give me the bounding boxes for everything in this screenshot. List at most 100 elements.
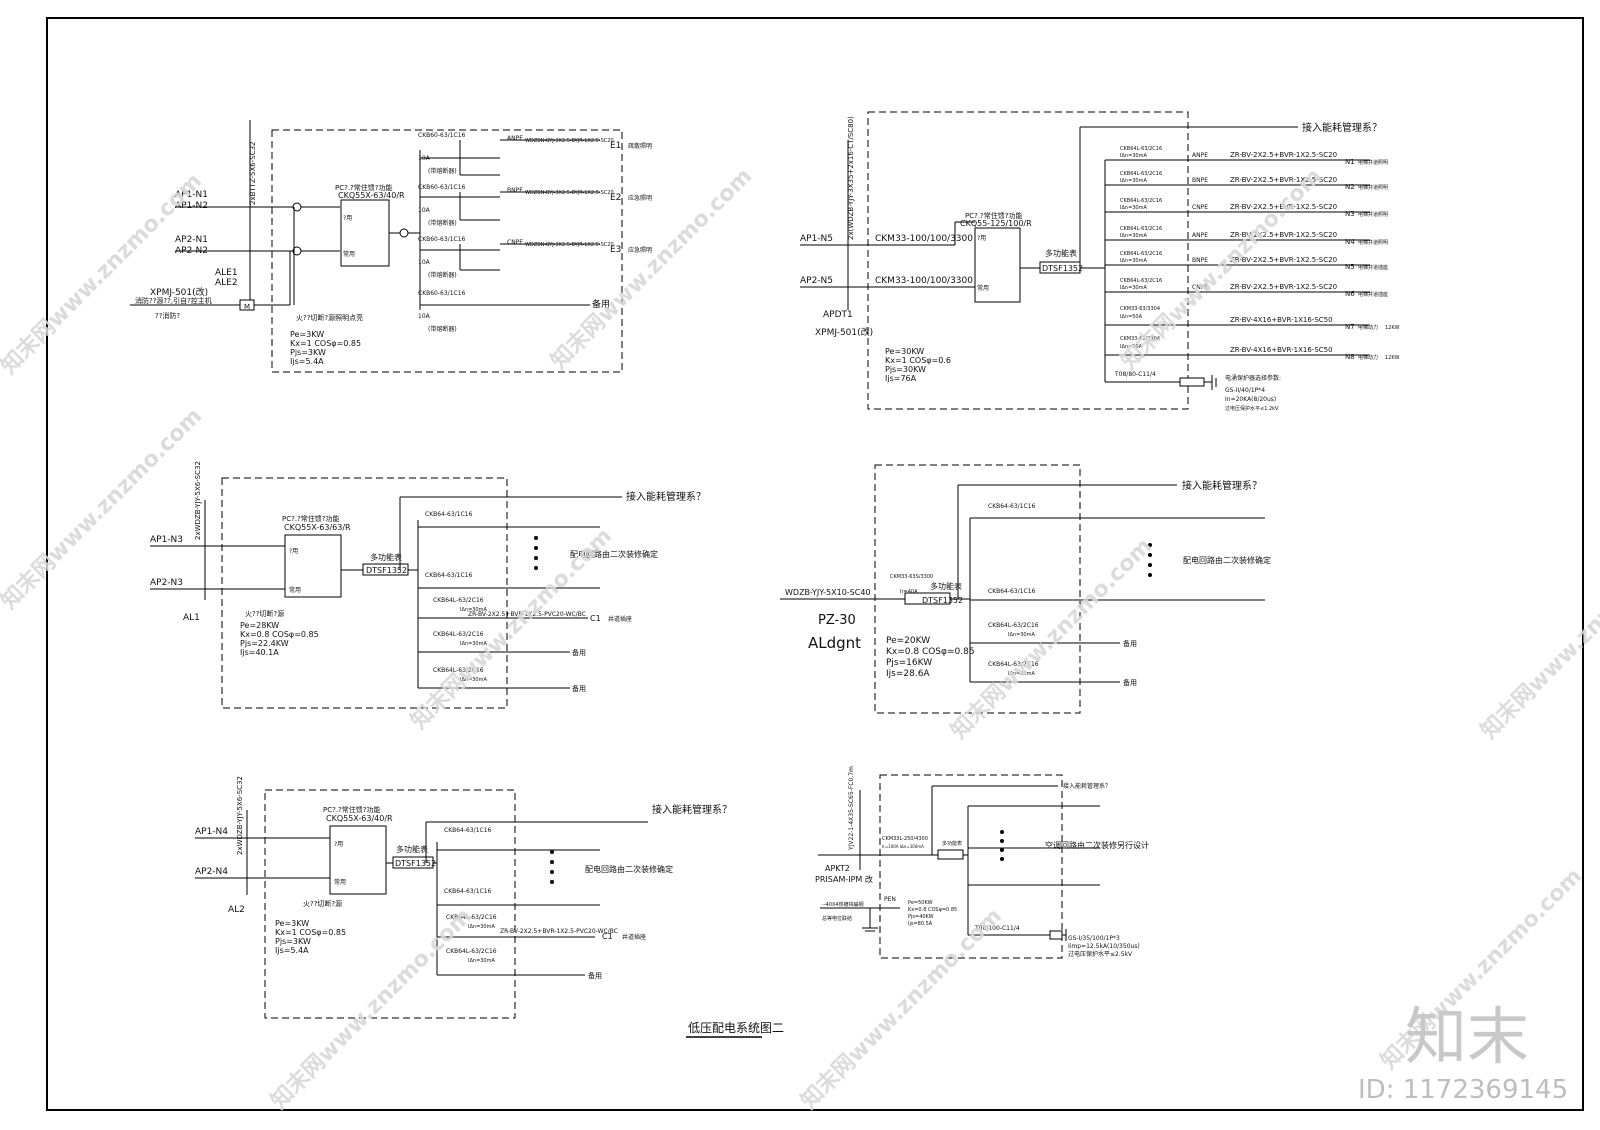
ale-fire-input: XPMJ-501(改) bbox=[150, 286, 208, 298]
ale-fuse-label-1: (带熔断器) bbox=[428, 167, 457, 175]
ale-name-1: ALE1 bbox=[215, 268, 238, 278]
apdt1-load-5: 电梯井道插座 bbox=[1358, 264, 1388, 271]
apdt1-phase-6: CNPE bbox=[1192, 284, 1208, 291]
ale-fuse-2: 10A bbox=[418, 207, 431, 214]
apdt1-breaker-3: CKB64L-63/2C16 bbox=[1120, 198, 1162, 204]
apdt1-spd-param-3: 过电压保护水平≤1.2kV bbox=[1225, 405, 1279, 412]
apdt1-phase-2: BNPE bbox=[1192, 177, 1208, 184]
ale-param-3: Pjs=3KW bbox=[290, 348, 326, 357]
apdt1-load-3: 电梯井道照明 bbox=[1358, 211, 1388, 218]
apdt1-load-8: 电梯动力 bbox=[1358, 354, 1378, 361]
al1-breaker-5: CKB64L-63/2C16 bbox=[433, 667, 484, 674]
apkt2-param-1: Pe=50KW bbox=[908, 900, 933, 906]
al2-spare: 备用 bbox=[588, 971, 602, 980]
ale-cable-vertical: 2xBTTZ-5X6-SC32 bbox=[249, 142, 257, 206]
aldgnt-breaker-3: CKB64L-63/2C16 bbox=[988, 622, 1039, 629]
apdt1-spd-title: 电涌保护器选择参数: bbox=[1225, 374, 1281, 382]
ale-outgoing-2: E2 bbox=[610, 193, 621, 203]
al2-ats-model: CKQ55X-63/40/R bbox=[326, 814, 393, 823]
ale-load-1: 疏散照明 bbox=[628, 142, 652, 150]
al2-cable: ZR-BV-2X2.5+BVR-1X2.5-PVC20-WC/BC bbox=[500, 928, 618, 935]
al1-incomer-2: AP2-N3 bbox=[150, 578, 183, 588]
ale-ats-model: CKQ55X-63/40/R bbox=[338, 191, 405, 200]
ale-cable-2: WDZBN-BYJ-3X2.5-BYJR-1X2.5-SC20 bbox=[525, 190, 614, 196]
footer-id: ID: 1172369145 bbox=[1358, 1075, 1568, 1105]
panel-ALdgnt-labels: 接入能耗管理系？ WDZB-YJY-5X10-SC40 CKM33-63S/33… bbox=[785, 479, 1271, 687]
aldgnt-param-3: Pjs=16KW bbox=[886, 658, 932, 668]
apdt1-energy-mgmt: 接入能耗管理系？ bbox=[1302, 121, 1382, 134]
ale-fire-note: 消防??源??,引自?控主机 bbox=[135, 296, 212, 305]
apkt2-enclosure: PRISAM-IPM 改 bbox=[815, 874, 873, 884]
apdt1-leak-5: IΔn=30mA bbox=[1120, 258, 1147, 264]
apdt1-phase-1: ANPE bbox=[1192, 152, 1208, 159]
ale-param-2: Kx=1 COSφ=0.85 bbox=[290, 339, 361, 348]
al1-note: 配电回路由二次装修确定 bbox=[570, 549, 658, 559]
apdt1-leak-2: IΔn=30mA bbox=[1120, 178, 1147, 184]
ale-phase-1: ANPE bbox=[507, 135, 523, 142]
apdt1-breaker-5: CKB64L-63/2C16 bbox=[1120, 251, 1162, 257]
apkt2-ac-note: 空调回路由二次装修另行设计 bbox=[1045, 840, 1149, 850]
apdt1-phase-3: CNPE bbox=[1192, 204, 1208, 211]
aldgnt-param-4: Ijs=28.6A bbox=[886, 669, 930, 679]
ale-fuse-1: 10A bbox=[418, 155, 431, 162]
apdt1-load-4: 电梯井道照明 bbox=[1358, 239, 1388, 246]
aldgnt-incomer-cable: WDZB-YJY-5X10-SC40 bbox=[785, 588, 871, 597]
al2-leak-4: IΔn=30mA bbox=[468, 958, 495, 964]
apdt1-param-3: Pjs=30KW bbox=[885, 365, 926, 374]
al1-spare-1: 备用 bbox=[572, 648, 586, 657]
apdt1-spd-param-2: In=20KA(8/20us) bbox=[1225, 396, 1276, 403]
panel-APKT2 bbox=[818, 774, 1100, 959]
al1-ats-model: CKQ55X-63/63/R bbox=[284, 523, 351, 532]
al1-fire-cut: 火??切断?源 bbox=[245, 609, 284, 618]
apdt1-out-2: N2 bbox=[1345, 183, 1355, 191]
aldgnt-note: 配电回路由二次装修确定 bbox=[1183, 555, 1271, 565]
apdt1-meter-model: DTSF1352 bbox=[1042, 264, 1083, 273]
apkt2-spd: T06/100-C11/4 bbox=[974, 925, 1020, 932]
ale-load-2: 应急照明 bbox=[628, 194, 652, 202]
al1-param-2: Kx=0.8 COSφ=0.85 bbox=[240, 630, 319, 639]
al1-breaker-1: CKB64-63/1C16 bbox=[425, 511, 473, 518]
ale-fuse-label-2: (带熔断器) bbox=[428, 219, 457, 227]
apdt1-param-2: Kx=1 COSφ=0.6 bbox=[885, 356, 951, 365]
apkt2-incomer-breaker: CKM33L-250/4300 bbox=[882, 836, 928, 842]
al1-leak-3: IΔn=30mA bbox=[460, 607, 487, 613]
ale-param-4: Ijs=5.4A bbox=[290, 357, 324, 366]
ale-motor-symbol: M bbox=[244, 303, 250, 311]
al2-ats-backup: ?用 bbox=[334, 841, 343, 848]
al1-ats-backup: ?用 bbox=[289, 548, 298, 555]
apdt1-leak-4: IΔn=30mA bbox=[1120, 233, 1147, 239]
apkt2-pen: PEN bbox=[884, 896, 896, 903]
al1-energy-mgmt: 接入能耗管理系？ bbox=[626, 490, 706, 503]
al2-cable-vertical: 2xWDZB-YJY-5X6-SC32 bbox=[236, 776, 244, 855]
ale-incomer-1: AP1-N1 bbox=[175, 190, 208, 200]
apdt1-load-2: 电梯井道照明 bbox=[1358, 184, 1388, 191]
apdt1-out-5: N5 bbox=[1345, 263, 1355, 271]
apdt1-phase-5: BNPE bbox=[1192, 257, 1208, 264]
al2-fire-cut: 火??切断?源 bbox=[303, 899, 342, 908]
apkt2-ground-bar: --40X4热镀锌扁钢 bbox=[822, 901, 864, 908]
ale-fire-cut: 火??切断?源照明点亮 bbox=[296, 313, 363, 322]
al1-breaker-4: CKB64L-63/2C16 bbox=[433, 631, 484, 638]
apdt1-breaker-6: CKB64L-63/2C16 bbox=[1120, 278, 1162, 284]
panel-APDT1 bbox=[800, 111, 1370, 410]
al2-breaker-2: CKB64-63/1C16 bbox=[444, 888, 492, 895]
apdt1-out-4: N4 bbox=[1345, 238, 1355, 246]
apdt1-ats-normal: 常用 bbox=[977, 284, 989, 292]
al1-meter-label: 多功能表 bbox=[370, 552, 402, 562]
al1-load: 井道插座 bbox=[608, 615, 632, 623]
apdt1-out-6: N6 bbox=[1345, 290, 1355, 298]
apdt1-leak-7: IΔn=50A bbox=[1120, 314, 1143, 320]
apdt1-leak-8: IΔn=50A bbox=[1120, 344, 1143, 350]
apdt1-load-7: 电梯动力 bbox=[1358, 324, 1378, 331]
panel-APKT2-labels: 接入能耗管理系？ YJV22-1-4X35-SC65-FC0.7m CKM33L… bbox=[815, 766, 1149, 958]
al1-meter-model: DTSF1352 bbox=[366, 566, 407, 575]
al1-leak-4: IΔn=30mA bbox=[460, 641, 487, 647]
ale-incomer-3: AP2-N1 bbox=[175, 235, 208, 245]
apkt2-energy-mgmt: 接入能耗管理系？ bbox=[1063, 782, 1111, 790]
apdt1-cable-8: ZR-BV-4X16+BVR-1X16-SC50 bbox=[1230, 346, 1333, 354]
ale-incomer-2: AP1-N2 bbox=[175, 201, 208, 211]
al2-ats-normal: 常用 bbox=[334, 878, 346, 886]
apdt1-load-kw-8: 12KW bbox=[1385, 355, 1399, 361]
apdt1-cable-2: ZR-BV-2X2.5+BVR-1X2.5-SC20 bbox=[1230, 176, 1337, 184]
